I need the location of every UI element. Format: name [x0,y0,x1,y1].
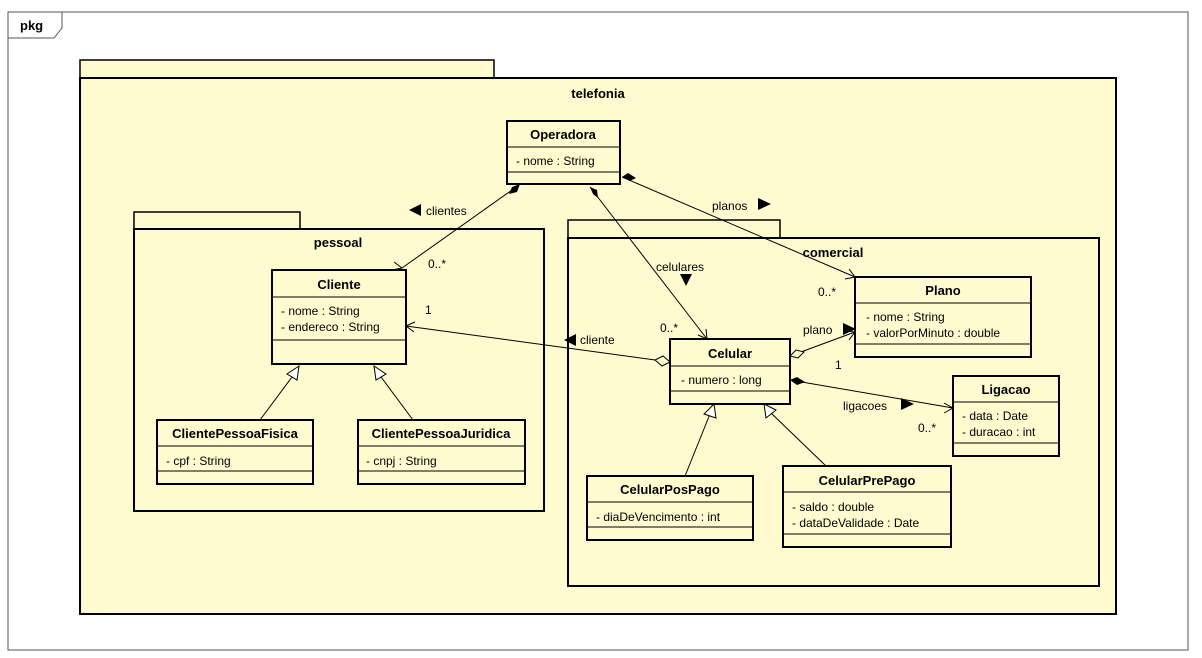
class-celular-pos-pago[interactable]: CelularPosPago - diaDeVencimento : int [586,475,754,541]
class-plano[interactable]: Plano - nome : String - valorPorMinuto :… [854,276,1032,358]
inheritance-triangle-icon [703,402,717,419]
class-attr: - saldo : double [792,500,874,514]
class-cliente[interactable]: Cliente - nome : String - endereco : Str… [271,269,407,365]
inheritance-triangle-icon [286,364,300,381]
class-attr: - diaDeVencimento : int [596,510,721,524]
assoc-label-clientes: clientes [426,204,467,218]
composition-diamond [509,184,520,194]
class-attr: - valorPorMinuto : double [866,326,1000,340]
class-attr: - cpf : String [166,454,231,468]
direction-triangle-icon [680,274,692,286]
class-attr: - dataDeValidade : Date [792,516,920,530]
class-attr: - duracao : int [962,425,1036,439]
mult-celulares: 0..* [660,321,678,335]
mult-clientes: 0..* [428,257,446,271]
composition-diamond [590,187,598,198]
edge-celulares[interactable]: celulares 0..* [589,186,708,340]
inheritance-triangle-icon [373,364,387,381]
package-telefonia-name: telefonia [571,86,625,101]
aggregation-diamond [654,355,671,367]
mult-ligacoes: 0..* [918,421,936,435]
class-name: ClientePessoaFisica [172,426,298,441]
class-celular-pre-pago[interactable]: CelularPrePago - saldo : double - dataDe… [782,465,952,548]
class-name: Cliente [317,277,360,292]
generalization-pj[interactable] [373,364,414,421]
package-pessoal-name: pessoal [314,235,362,250]
class-attr: - numero : long [681,373,762,387]
mult-plano: 1 [835,358,842,372]
assoc-label-cliente: cliente [580,333,615,347]
generalization-pf[interactable] [259,364,300,421]
composition-diamond [622,173,636,181]
mult-cliente: 1 [425,303,432,317]
assoc-label-planos: planos [712,199,747,213]
class-attr: - endereco : String [281,320,380,334]
class-operadora[interactable]: Operadora - nome : String [506,120,621,185]
inheritance-triangle-icon [763,403,777,419]
package-comercial-name: comercial [803,245,864,260]
assoc-label-ligacoes: ligacoes [843,399,887,413]
direction-triangle-icon [564,334,576,346]
edge-cliente[interactable]: cliente 1 [405,303,671,367]
class-attr: - data : Date [962,409,1028,423]
frame-label: pkg [20,18,43,33]
assoc-label-plano: plano [803,323,833,337]
class-name: CelularPosPago [620,482,720,497]
direction-triangle-icon [409,204,421,216]
class-celular[interactable]: Celular - numero : long [669,338,791,405]
class-name: Ligacao [981,382,1030,397]
class-cliente-pessoa-juridica[interactable]: ClientePessoaJuridica - cnpj : String [357,419,526,485]
class-attr: - cnpj : String [366,454,437,468]
class-attr: - nome : String [866,310,945,324]
class-name: Celular [708,346,752,361]
mult-planos: 0..* [818,285,836,299]
assoc-label-celulares: celulares [656,260,704,274]
direction-triangle-icon [901,398,914,410]
aggregation-diamond [789,349,805,359]
direction-triangle-icon [758,198,771,210]
direction-triangle-icon [843,323,856,335]
class-name: Operadora [530,127,597,142]
class-name: Plano [925,283,960,298]
class-name: ClientePessoaJuridica [372,426,511,441]
class-attr: - nome : String [516,154,595,168]
generalization-pos[interactable] [684,402,717,477]
edge-planos[interactable]: planos 0..* [621,173,856,299]
class-cliente-pessoa-fisica[interactable]: ClientePessoaFisica - cpf : String [156,419,314,485]
generalization-pre[interactable] [763,403,827,467]
edge-clientes[interactable]: clientes 0..* [391,184,520,271]
class-ligacao[interactable]: Ligacao - data : Date - duracao : int [952,375,1060,457]
composition-diamond [790,377,805,385]
edge-plano[interactable]: plano 1 [789,323,856,372]
class-attr: - nome : String [281,304,360,318]
class-name: CelularPrePago [819,473,916,488]
